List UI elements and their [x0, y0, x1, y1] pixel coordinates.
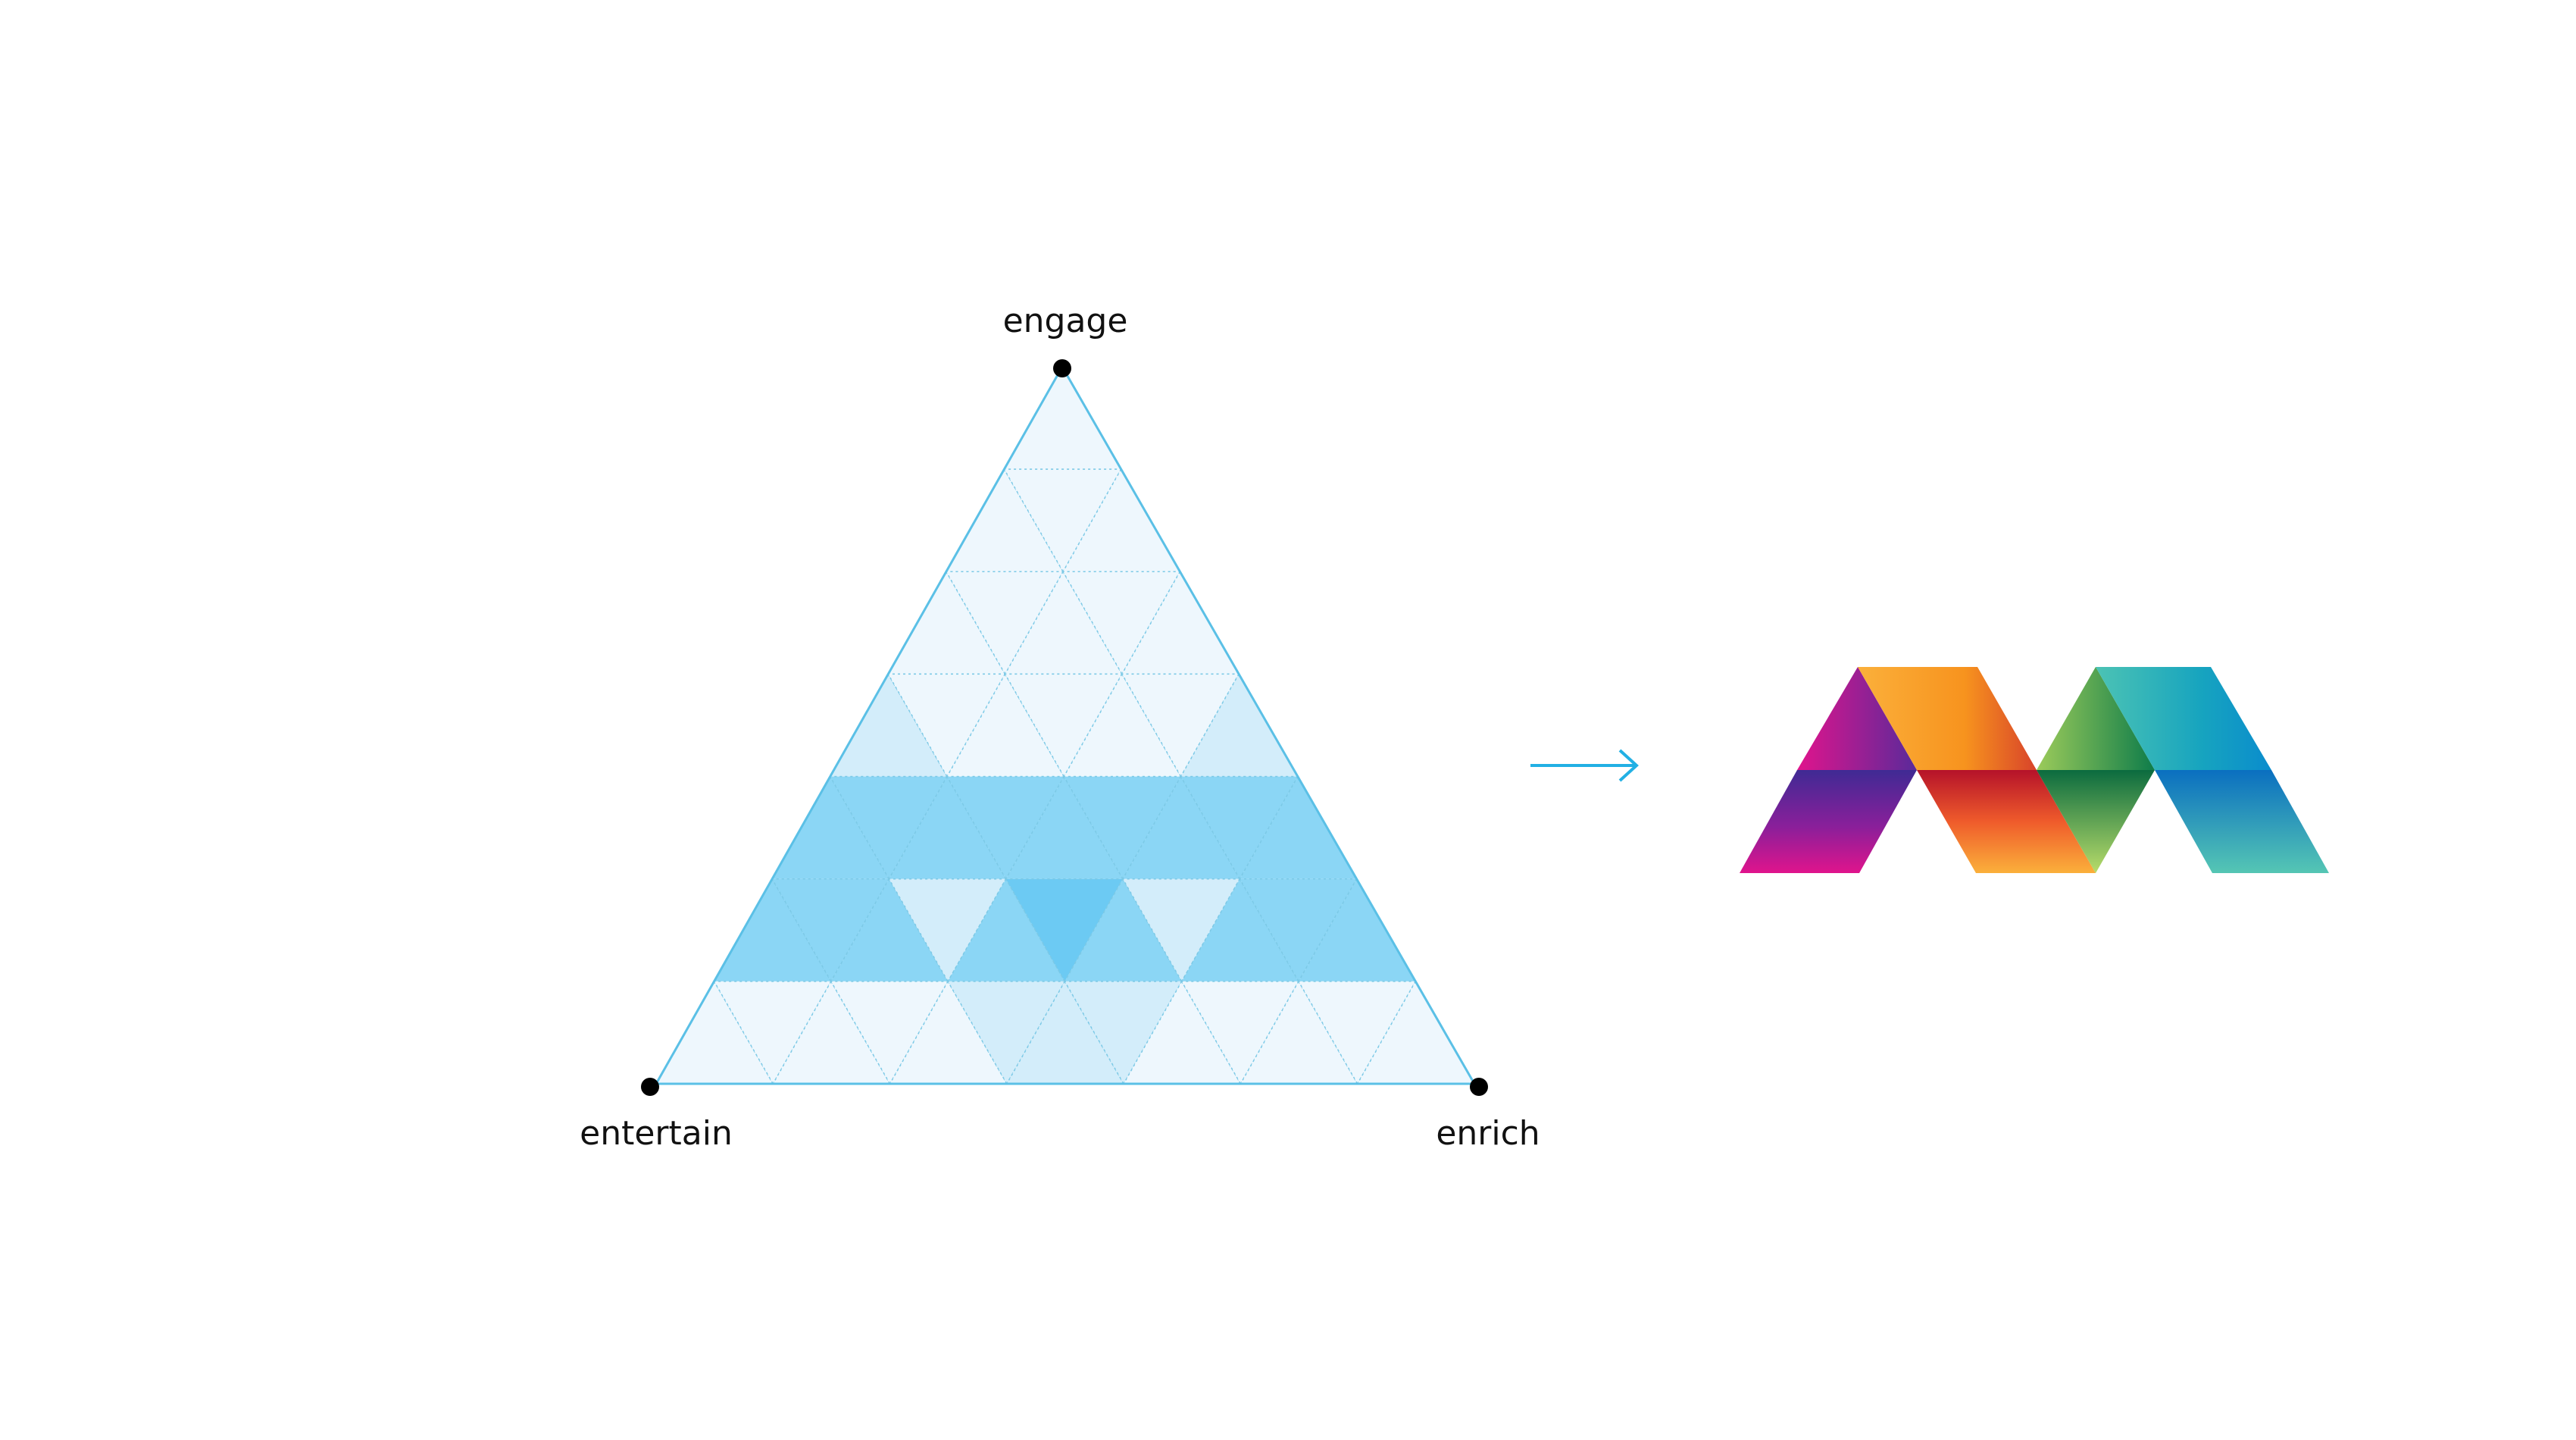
logo-facet-green-lower — [2037, 770, 2155, 873]
logo-facet-teal-lower — [2155, 770, 2329, 873]
grid-cell — [1003, 365, 1122, 470]
vertex-dot-enrich — [1470, 1078, 1488, 1096]
vertex-label-entertain: entertain — [580, 1114, 733, 1153]
logo-facet-orange-upper — [1858, 667, 2037, 770]
logo-facet-magenta-lower — [1740, 770, 1917, 873]
logo-facet-orange-lower — [1917, 770, 2096, 873]
vertex-dot-entertain — [641, 1078, 659, 1096]
logo-facet-magenta-upper — [1797, 667, 1917, 770]
vertex-label-enrich: enrich — [1436, 1114, 1540, 1153]
triangle-outline — [654, 364, 1477, 1085]
ternary-triangle — [641, 359, 1488, 1096]
logo-mark — [1740, 667, 2329, 873]
logo-facet-teal-upper — [2096, 667, 2271, 770]
logo-facet-green-upper — [2037, 667, 2155, 770]
vertex-label-engage: engage — [1003, 302, 1128, 340]
vertex-dot-engage — [1053, 359, 1071, 377]
arrow-right-icon — [1530, 749, 1639, 782]
